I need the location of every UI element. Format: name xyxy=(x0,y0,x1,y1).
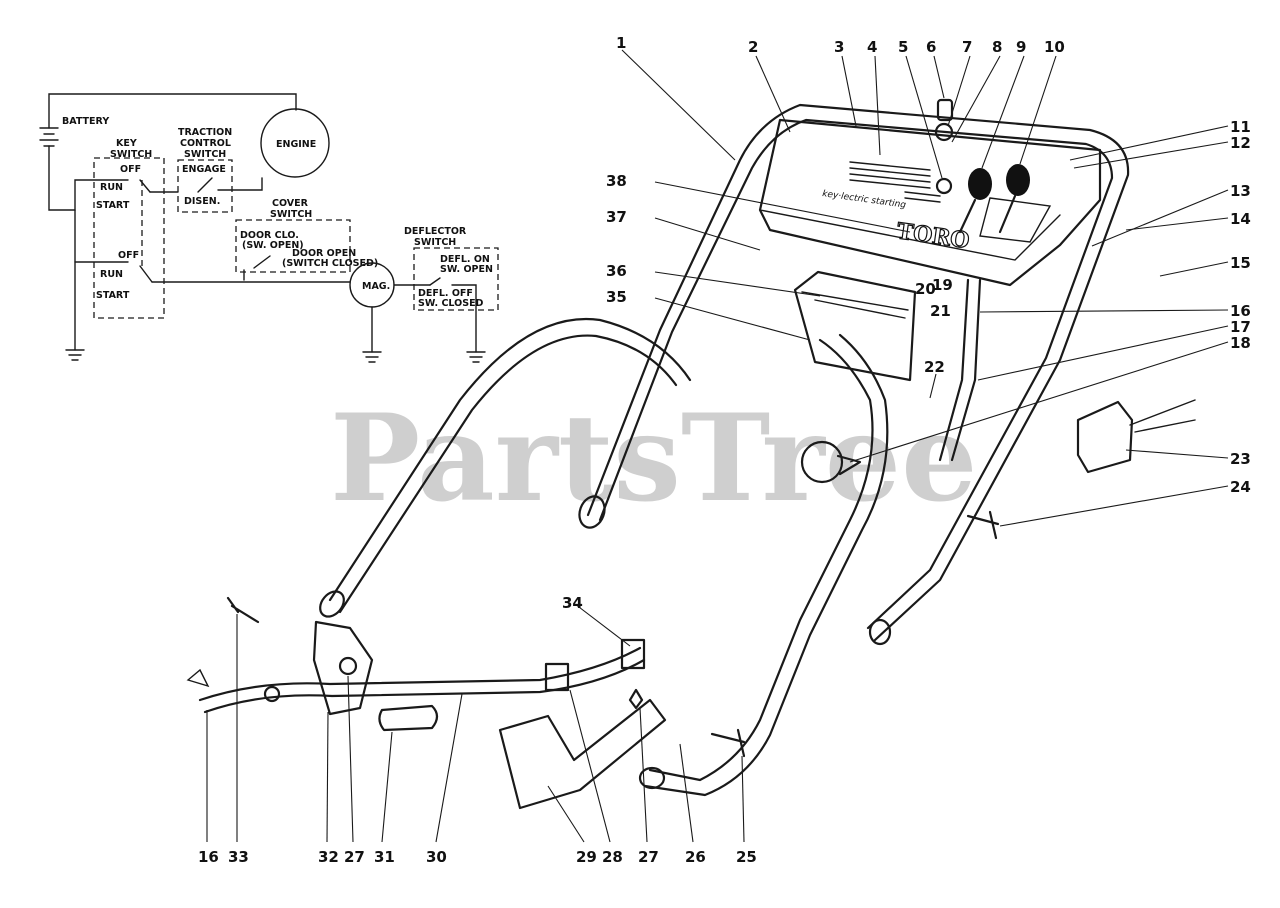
callout-2: 2 xyxy=(748,38,758,56)
callout-12: 12 xyxy=(1230,134,1251,152)
callout-24: 24 xyxy=(1230,478,1251,496)
callout-27-right: 27 xyxy=(638,848,659,866)
defl-off-label-2: SW. CLOSED xyxy=(418,298,484,309)
battery-box xyxy=(793,270,917,382)
door-open-label-2: (SWITCH CLOSED) xyxy=(282,258,378,269)
callout-14: 14 xyxy=(1230,210,1251,228)
console-decal-text: key·lectric starting xyxy=(822,189,907,211)
key-switch-label-2: SWITCH xyxy=(110,149,152,160)
wiring-schematic: BATTERY ENGINE KEY SWITCH OFF RUN START … xyxy=(39,93,499,363)
callout-9: 9 xyxy=(1016,38,1026,56)
lever-knob-left xyxy=(968,168,992,200)
console-decal xyxy=(849,161,941,203)
callout-16-right: 16 xyxy=(1230,302,1251,320)
deflector-label-1: DEFLECTOR xyxy=(404,226,467,237)
callout-11: 11 xyxy=(1230,118,1251,136)
ground-left xyxy=(65,349,85,361)
key-switch-box xyxy=(93,157,165,319)
console-panel xyxy=(758,118,1102,287)
bracket xyxy=(312,620,374,716)
traction-label-2: CONTROL xyxy=(180,138,231,149)
callout-33: 33 xyxy=(228,848,249,866)
callout-36: 36 xyxy=(606,262,627,280)
key-run-label-2: RUN xyxy=(100,269,123,280)
traction-label-3: SWITCH xyxy=(184,149,226,160)
key-start-label-1: START xyxy=(96,200,130,211)
key-off-label-2: OFF xyxy=(118,250,139,261)
callout-19: 19 xyxy=(932,276,953,294)
callout-21: 21 xyxy=(930,302,951,320)
engage-label: ENGAGE xyxy=(182,164,226,175)
callout-17: 17 xyxy=(1230,318,1251,336)
callout-8: 8 xyxy=(992,38,1002,56)
handle-assembly: key·lectric starting TORO xyxy=(186,98,1196,810)
callout-6: 6 xyxy=(926,38,936,56)
callout-32: 32 xyxy=(318,848,339,866)
callout-28: 28 xyxy=(602,848,623,866)
traction-switch-box xyxy=(177,159,233,213)
callout-22: 22 xyxy=(924,358,945,376)
deflector-switch-part xyxy=(1076,400,1134,474)
door-clo-label-2: (SW. OPEN) xyxy=(242,240,304,251)
callout-23: 23 xyxy=(1230,450,1251,468)
door-clo-label-1: DOOR CLO. xyxy=(240,230,299,241)
key-run-label-1: RUN xyxy=(100,182,123,193)
callout-25: 25 xyxy=(736,848,757,866)
lever-knob-right xyxy=(1006,164,1030,196)
defl-off-label-1: DEFL. OFF xyxy=(418,288,473,299)
deflector-label-2: SWITCH xyxy=(414,237,456,248)
key-start-label-2: START xyxy=(96,290,130,301)
callout-3: 3 xyxy=(834,38,844,56)
ignition-key xyxy=(936,98,954,122)
callout-35: 35 xyxy=(606,288,627,306)
defl-on-label-2: SW. OPEN xyxy=(440,264,493,275)
ground-deflector xyxy=(466,351,486,363)
callout-29: 29 xyxy=(576,848,597,866)
callout-15: 15 xyxy=(1230,254,1251,272)
toro-brand: TORO xyxy=(895,218,971,254)
key-switch-knob xyxy=(935,177,953,195)
leader-lines xyxy=(206,49,1229,843)
callout-5: 5 xyxy=(898,38,908,56)
battery-label: BATTERY xyxy=(62,116,109,127)
traction-label-1: TRACTION xyxy=(178,127,232,138)
callout-1: 1 xyxy=(616,34,626,52)
ground-mag xyxy=(362,351,382,363)
key-off-label-1: OFF xyxy=(120,164,141,175)
mag-label: MAG. xyxy=(362,281,390,292)
callout-38: 38 xyxy=(606,172,627,190)
watermark-text: PartsTree xyxy=(330,388,977,529)
disen-label: DISEN. xyxy=(184,196,220,207)
engine-label: ENGINE xyxy=(276,139,316,150)
defl-on-label-1: DEFL. ON xyxy=(440,254,490,265)
callout-10: 10 xyxy=(1044,38,1065,56)
callout-16-left: 16 xyxy=(198,848,219,866)
cover-switch-box xyxy=(235,219,351,273)
callout-18: 18 xyxy=(1230,334,1251,352)
battery-symbol xyxy=(39,127,59,147)
cover-panel xyxy=(498,698,667,810)
callout-34: 34 xyxy=(562,594,583,612)
callout-20: 20 xyxy=(915,280,936,298)
key-switch-label-1: KEY xyxy=(116,138,137,149)
callout-13: 13 xyxy=(1230,182,1251,200)
callout-27-left: 27 xyxy=(344,848,365,866)
cable-clip xyxy=(378,704,439,732)
callout-37: 37 xyxy=(606,208,627,226)
engine-symbol xyxy=(260,108,330,178)
handle-knob xyxy=(800,440,844,484)
cover-label-2: SWITCH xyxy=(270,209,312,220)
cover-label-1: COVER xyxy=(272,198,309,209)
callout-26: 26 xyxy=(685,848,706,866)
callout-31: 31 xyxy=(374,848,395,866)
callout-numbers: 1 2 3 4 5 6 7 8 9 10 11 12 13 14 15 16 1… xyxy=(198,34,1251,866)
key-switch xyxy=(934,122,954,142)
callout-30: 30 xyxy=(426,848,447,866)
deflector-switch-box xyxy=(413,247,499,311)
callout-7: 7 xyxy=(962,38,972,56)
door-open-label-1: DOOR OPEN xyxy=(292,248,356,259)
callout-4: 4 xyxy=(867,38,877,56)
